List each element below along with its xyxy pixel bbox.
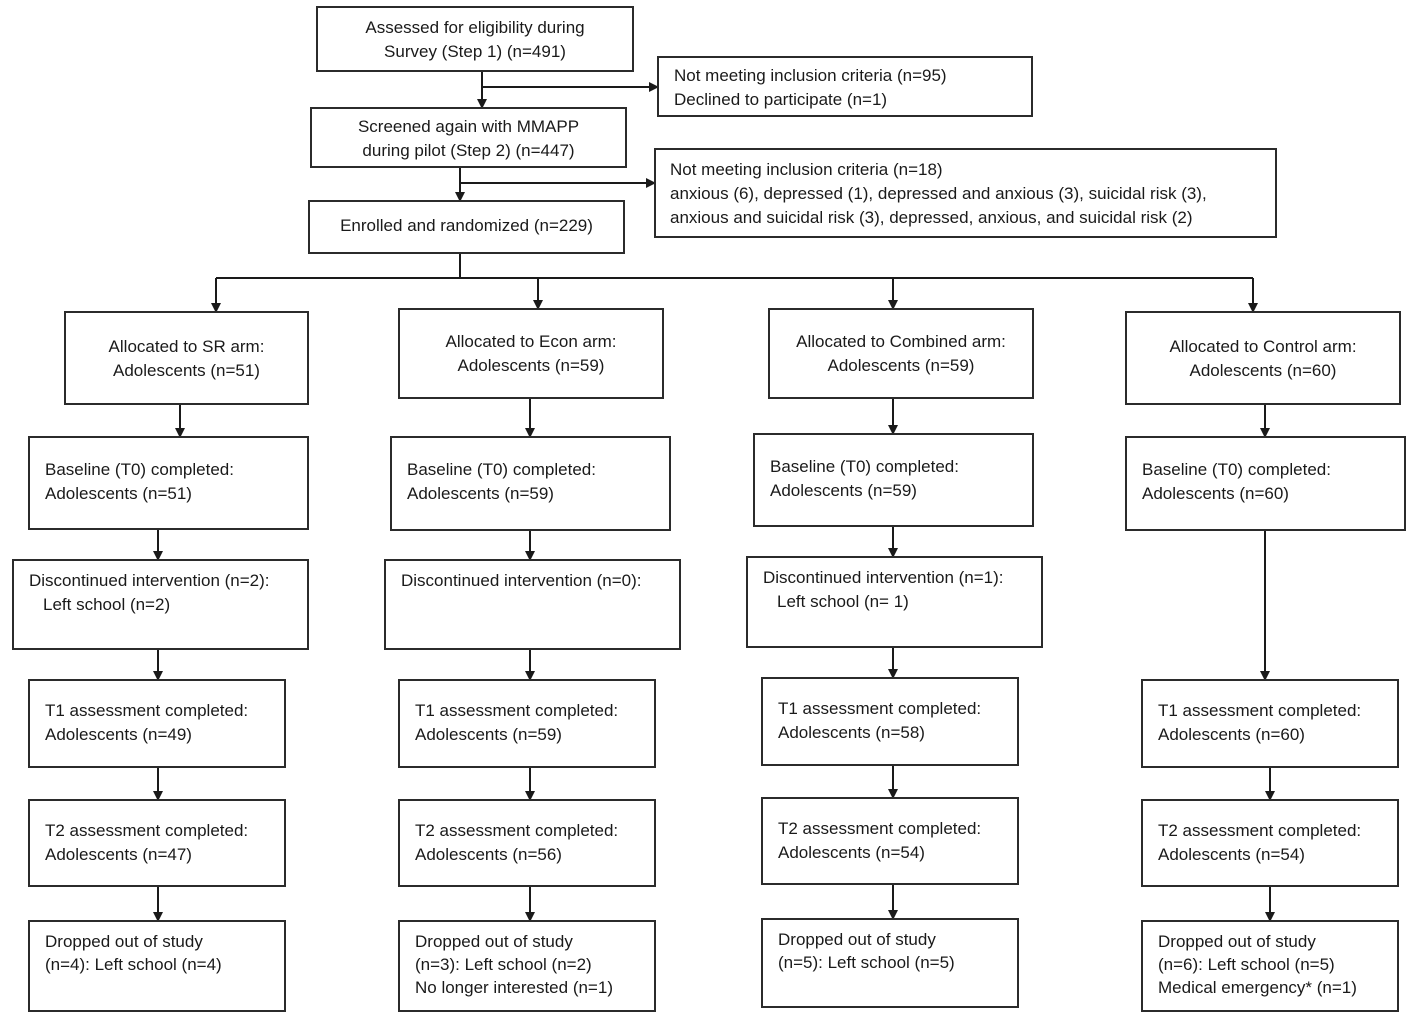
sr-dropped-line-2: (n=4): Left school (n=4): [45, 955, 222, 974]
econ-t2-line-2: Adolescents (n=56): [415, 845, 562, 864]
econ-t1-line-1: T1 assessment completed:: [415, 701, 619, 720]
econ-t1-line-2: Adolescents (n=59): [415, 725, 562, 744]
combined-baseline-line-2: Adolescents (n=59): [770, 481, 917, 500]
econ-allocated-line-2: Adolescents (n=59): [457, 356, 605, 375]
combined-baseline-line-1: Baseline (T0) completed:: [770, 457, 959, 476]
econ-dropped-line-2: (n=3): Left school (n=2): [415, 955, 592, 974]
econ-dropped-line-3: No longer interested (n=1): [415, 978, 613, 997]
enrolled-label: Enrolled and randomized (n=229): [340, 216, 593, 235]
econ-allocated-line-1: Allocated to Econ arm:: [445, 332, 617, 351]
excluded1-box: Not meeting inclusion criteria (n=95) De…: [657, 56, 1033, 117]
control-dropped-box: Dropped out of study (n=6): Left school …: [1141, 920, 1399, 1012]
excluded2-line-3: anxious and suicidal risk (3), depressed…: [670, 208, 1193, 227]
sr-t1-line-1: T1 assessment completed:: [45, 701, 249, 720]
screened-line-2: during pilot (Step 2) (n=447): [362, 141, 575, 160]
combined-allocated-box: Allocated to Combined arm: Adolescents (…: [768, 308, 1034, 399]
control-baseline-box: Baseline (T0) completed: Adolescents (n=…: [1125, 436, 1406, 531]
econ-baseline-box: Baseline (T0) completed: Adolescents (n=…: [390, 436, 671, 531]
control-baseline-line-2: Adolescents (n=60): [1142, 484, 1289, 503]
combined-dropped-line-2: (n=5): Left school (n=5): [778, 953, 955, 972]
econ-t2-line-1: T2 assessment completed:: [415, 821, 619, 840]
control-t1-box: T1 assessment completed: Adolescents (n=…: [1141, 679, 1399, 768]
assessed-line-1: Assessed for eligibility during: [365, 18, 585, 37]
screened-line-1: Screened again with MMAPP: [357, 117, 580, 136]
combined-t1-box: T1 assessment completed: Adolescents (n=…: [761, 677, 1019, 766]
econ-t2-box: T2 assessment completed: Adolescents (n=…: [398, 799, 656, 887]
combined-dropped-box: Dropped out of study (n=5): Left school …: [761, 918, 1019, 1008]
excluded1-line-2: Declined to participate (n=1): [674, 90, 888, 109]
excluded2-line-1: Not meeting inclusion criteria (n=18): [670, 160, 943, 179]
combined-t1-line-1: T1 assessment completed:: [778, 699, 982, 718]
sr-baseline-box: Baseline (T0) completed: Adolescents (n=…: [28, 436, 309, 530]
sr-t2-line-1: T2 assessment completed:: [45, 821, 249, 840]
sr-t2-line-2: Adolescents (n=47): [45, 845, 192, 864]
sr-allocated-box: Allocated to SR arm: Adolescents (n=51): [64, 311, 309, 405]
control-allocated-line-2: Adolescents (n=60): [1189, 361, 1337, 380]
excluded2-box: Not meeting inclusion criteria (n=18) an…: [654, 148, 1277, 238]
control-t1-line-1: T1 assessment completed:: [1158, 701, 1362, 720]
sr-dropped-box: Dropped out of study (n=4): Left school …: [28, 920, 286, 1012]
sr-baseline-line-1: Baseline (T0) completed:: [45, 460, 234, 479]
combined-t2-line-1: T2 assessment completed:: [778, 819, 982, 838]
enrolled-box: Enrolled and randomized (n=229): [308, 200, 625, 254]
econ-dropped-line-1: Dropped out of study: [415, 932, 573, 951]
control-dropped-line-1: Dropped out of study: [1158, 932, 1316, 951]
combined-allocated-line-1: Allocated to Combined arm:: [796, 332, 1006, 351]
sr-allocated-line-1: Allocated to SR arm:: [108, 337, 265, 356]
assessed-line-2: Survey (Step 1) (n=491): [384, 42, 566, 61]
combined-t2-box: T2 assessment completed: Adolescents (n=…: [761, 797, 1019, 885]
econ-discontinued-box: Discontinued intervention (n=0):: [384, 559, 681, 650]
sr-baseline-line-2: Adolescents (n=51): [45, 484, 192, 503]
control-dropped-line-2: (n=6): Left school (n=5): [1158, 955, 1335, 974]
sr-t1-line-2: Adolescents (n=49): [45, 725, 192, 744]
econ-discontinued-line-1: Discontinued intervention (n=0):: [401, 571, 642, 590]
excluded1-line-1: Not meeting inclusion criteria (n=95): [674, 66, 947, 85]
screened-box: Screened again with MMAPP during pilot (…: [310, 107, 627, 168]
econ-allocated-box: Allocated to Econ arm: Adolescents (n=59…: [398, 308, 664, 399]
sr-discontinued-line-2: Left school (n=2): [43, 595, 171, 614]
combined-dropped-line-1: Dropped out of study: [778, 930, 936, 949]
control-allocated-line-1: Allocated to Control arm:: [1169, 337, 1357, 356]
control-dropped-line-3: Medical emergency* (n=1): [1158, 978, 1357, 997]
combined-discontinued-line-2: Left school (n= 1): [777, 592, 909, 611]
control-t2-line-1: T2 assessment completed:: [1158, 821, 1362, 840]
combined-t1-line-2: Adolescents (n=58): [778, 723, 925, 742]
sr-allocated-line-2: Adolescents (n=51): [113, 361, 260, 380]
control-baseline-line-1: Baseline (T0) completed:: [1142, 460, 1331, 479]
combined-t2-line-2: Adolescents (n=54): [778, 843, 925, 862]
control-allocated-box: Allocated to Control arm: Adolescents (n…: [1125, 311, 1401, 405]
control-t1-line-2: Adolescents (n=60): [1158, 725, 1305, 744]
excluded2-line-2: anxious (6), depressed (1), depressed an…: [670, 184, 1207, 203]
sr-t2-box: T2 assessment completed: Adolescents (n=…: [28, 799, 286, 887]
econ-baseline-line-1: Baseline (T0) completed:: [407, 460, 596, 479]
sr-discontinued-box: Discontinued intervention (n=2): Left sc…: [12, 559, 309, 650]
sr-dropped-line-1: Dropped out of study: [45, 932, 203, 951]
combined-baseline-box: Baseline (T0) completed: Adolescents (n=…: [753, 433, 1034, 527]
combined-discontinued-line-1: Discontinued intervention (n=1):: [763, 568, 1004, 587]
econ-baseline-line-2: Adolescents (n=59): [407, 484, 554, 503]
sr-discontinued-line-1: Discontinued intervention (n=2):: [29, 571, 270, 590]
control-t2-line-2: Adolescents (n=54): [1158, 845, 1305, 864]
sr-t1-box: T1 assessment completed: Adolescents (n=…: [28, 679, 286, 768]
econ-dropped-box: Dropped out of study (n=3): Left school …: [398, 920, 656, 1012]
assessed-box: Assessed for eligibility during Survey (…: [316, 6, 634, 72]
combined-allocated-line-2: Adolescents (n=59): [827, 356, 975, 375]
combined-discontinued-box: Discontinued intervention (n=1): Left sc…: [746, 556, 1043, 648]
control-t2-box: T2 assessment completed: Adolescents (n=…: [1141, 799, 1399, 887]
econ-t1-box: T1 assessment completed: Adolescents (n=…: [398, 679, 656, 768]
